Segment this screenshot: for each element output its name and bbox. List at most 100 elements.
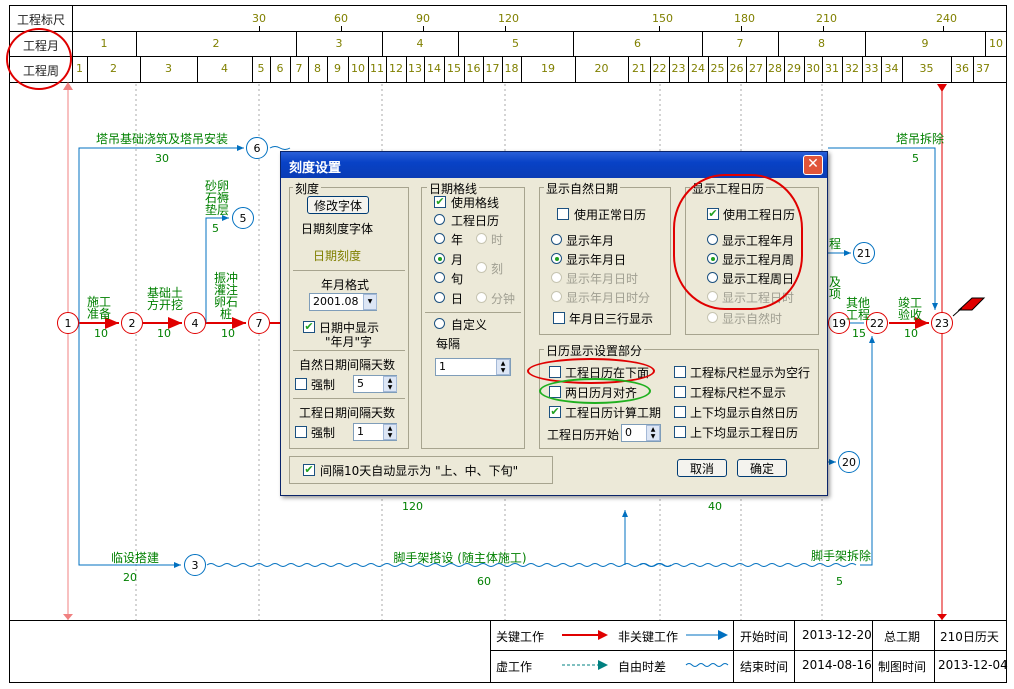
week-divider [252, 56, 253, 82]
three-row-label: 年月日三行显示 [569, 312, 654, 326]
node-23[interactable]: 23 [931, 312, 953, 334]
task-label: 其他工程 [845, 296, 870, 322]
scale-tick-mark [505, 26, 506, 31]
node-7[interactable]: 7 [248, 312, 270, 334]
week-divider [87, 56, 88, 82]
task-duration: 5 [836, 575, 843, 588]
month-cell: 3 [335, 37, 343, 50]
cal-start-spinner[interactable]: ▲▼ [646, 425, 660, 441]
grid-month-radio[interactable] [434, 253, 445, 264]
node-20[interactable]: 20 [838, 451, 860, 473]
legend-border [934, 620, 935, 683]
week-divider [746, 56, 747, 82]
nat-opt3-radio[interactable] [551, 272, 562, 283]
proj-opt1-radio[interactable] [707, 234, 718, 245]
scale-tick-mark [659, 26, 660, 31]
proj-interval-spinner[interactable]: ▲▼ [383, 424, 397, 440]
grid-carve-radio[interactable] [476, 262, 487, 273]
cal-start-label: 工程日历开始 [547, 428, 620, 442]
week-divider [804, 56, 805, 82]
week-divider [270, 56, 271, 82]
nat-force-checkbox[interactable] [295, 378, 307, 390]
node-3[interactable]: 3 [184, 554, 206, 576]
close-icon[interactable]: ✕ [803, 155, 823, 175]
proj-opt5-radio[interactable] [707, 312, 718, 323]
node-4[interactable]: 4 [184, 312, 206, 334]
month-cell: 8 [818, 37, 825, 50]
date-font-label: 日期刻度字体 [301, 222, 374, 236]
scale-tick: 210 [816, 12, 837, 25]
month-divider [136, 31, 137, 56]
three-row-checkbox[interactable] [553, 312, 565, 324]
grid-year-radio[interactable] [434, 233, 445, 244]
scale-tick-mark [259, 26, 260, 31]
grid-xun-radio[interactable] [434, 272, 445, 283]
week-divider [464, 56, 465, 82]
r3-checkbox[interactable] [674, 406, 686, 418]
task-label: 振冲灌注卵石桩 [213, 271, 238, 321]
week-cell: 13 [408, 62, 422, 75]
nat-opt1-radio[interactable] [551, 234, 562, 245]
node-6[interactable]: 6 [246, 137, 268, 159]
auto-xun-checkbox[interactable]: ✔ [303, 463, 315, 476]
grid-every-label: 每隔 [436, 337, 461, 351]
grid-minute-radio[interactable] [476, 292, 487, 303]
month-cell: 9 [921, 37, 929, 50]
task-duration: 40 [708, 500, 722, 513]
task-label: 塔吊拆除 [895, 132, 944, 146]
grid-day-radio[interactable] [434, 292, 445, 303]
legend-free-float: 自由时差 [618, 660, 667, 674]
month-divider [778, 31, 779, 56]
legend-border [9, 620, 1007, 621]
node-21[interactable]: 21 [853, 242, 875, 264]
node-5[interactable]: 5 [232, 207, 254, 229]
week-cell: 25 [710, 62, 725, 75]
grid-every-input[interactable]: 1 [435, 358, 511, 376]
use-grid-checkbox[interactable]: ✔ [434, 195, 446, 208]
auto-xun-box [289, 456, 553, 484]
modify-font-button[interactable]: 修改字体 [307, 196, 369, 214]
grid-every-spinner[interactable]: ▲▼ [496, 359, 510, 375]
week-divider [575, 56, 576, 82]
nat-opt2-radio[interactable] [551, 253, 562, 264]
chart-border [9, 5, 1007, 683]
week-divider [881, 56, 882, 82]
week-divider [521, 56, 522, 82]
scale-tick-mark [341, 26, 342, 31]
r2-checkbox[interactable] [674, 386, 686, 398]
grid-hour-radio[interactable] [476, 233, 487, 244]
nat-opt4-radio[interactable] [551, 291, 562, 302]
grid-custom-radio[interactable] [434, 318, 445, 329]
legend-border [490, 620, 491, 683]
r1-checkbox[interactable] [674, 366, 686, 378]
calc-checkbox[interactable]: ✔ [549, 405, 561, 418]
nat-interval-spinner[interactable]: ▲▼ [383, 376, 397, 392]
week-cell: 11 [370, 62, 384, 75]
week-cell: 27 [749, 62, 763, 75]
week-divider [368, 56, 369, 82]
month-divider [296, 31, 297, 56]
legend-key-work: 关键工作 [496, 630, 545, 644]
node-2[interactable]: 2 [121, 312, 143, 334]
date-grid-title: 日期格线 [427, 180, 480, 197]
chevron-down-icon[interactable]: ▼ [363, 294, 377, 310]
month-divider [458, 31, 459, 56]
grid-proj-cal-radio[interactable] [434, 214, 445, 225]
week-cell: 10 [351, 62, 365, 75]
divider [293, 398, 405, 399]
week-cell: 29 [787, 62, 801, 75]
use-normal-checkbox[interactable] [557, 208, 569, 220]
ok-button[interactable]: 确定 [737, 459, 787, 477]
r4-checkbox[interactable] [674, 426, 686, 438]
week-cell: 32 [845, 62, 859, 75]
proj-force-checkbox[interactable] [295, 426, 307, 438]
show-ym-checkbox[interactable]: ✔ [303, 320, 315, 333]
node-19[interactable]: 19 [828, 312, 850, 334]
node-22[interactable]: 22 [866, 312, 888, 334]
ym-format-select[interactable]: 2001.08 [309, 293, 377, 311]
month-divider [985, 31, 986, 56]
cancel-button[interactable]: 取消 [677, 459, 727, 477]
node-1[interactable]: 1 [57, 312, 79, 334]
scale-tick: 150 [652, 12, 673, 25]
r3-label: 上下均显示自然日历 [690, 406, 799, 420]
